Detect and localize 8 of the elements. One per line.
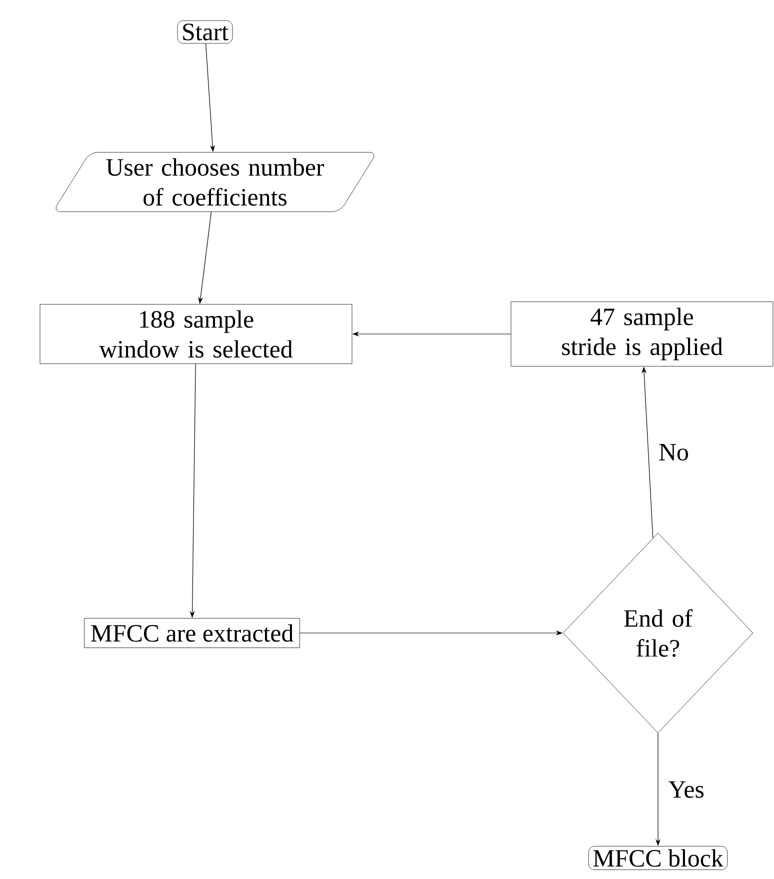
process-box: 47 sample stride is applied bbox=[510, 302, 774, 366]
edge-label: Yes bbox=[666, 779, 706, 800]
process-box: MFCC are extracted bbox=[84, 618, 300, 648]
edge-label: No bbox=[656, 442, 691, 463]
process-box: 188 sample window is selected bbox=[40, 304, 352, 364]
input-parallelogram: User chooses number of coefficients bbox=[56, 152, 374, 212]
terminal-box: Start bbox=[177, 20, 233, 44]
terminal-box: MFCC block bbox=[588, 846, 728, 870]
